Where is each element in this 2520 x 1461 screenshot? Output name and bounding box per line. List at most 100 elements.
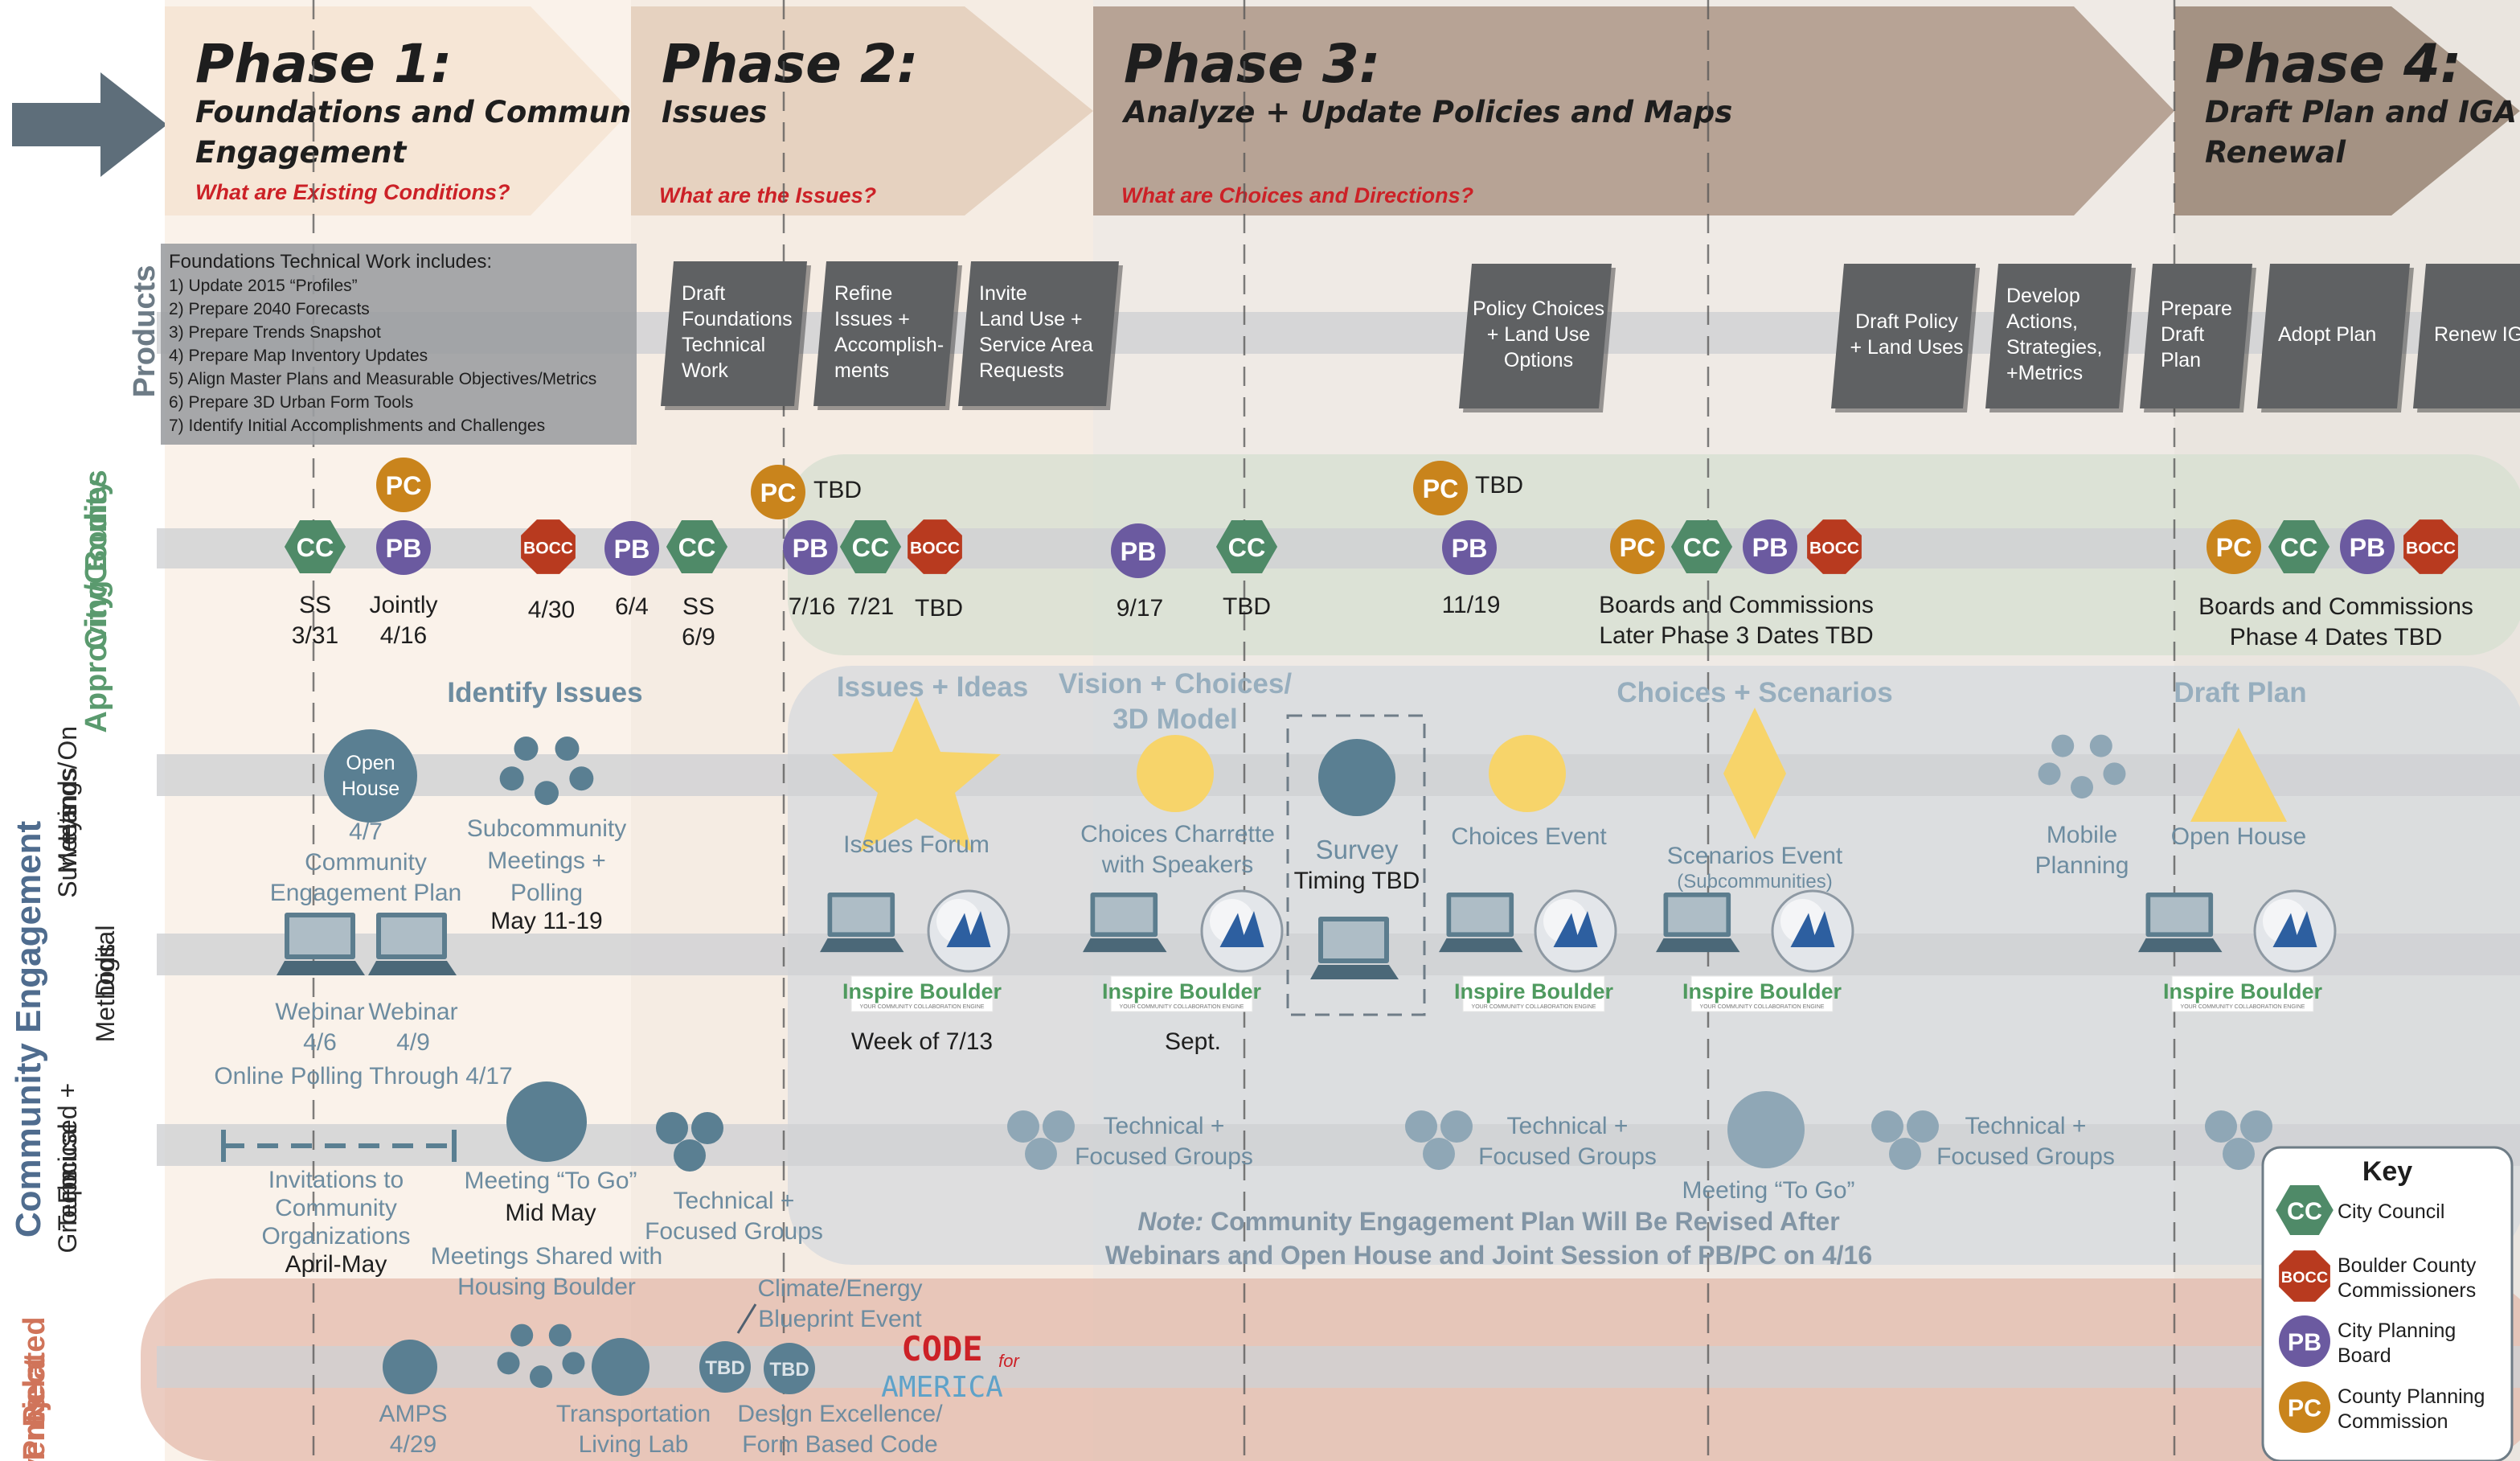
cluster-dot — [535, 781, 559, 806]
row-label-focused: Technical — [53, 1123, 82, 1230]
charrette-circle-icon — [1137, 735, 1214, 812]
focused-label: Focused Groups — [1478, 1143, 1657, 1170]
product-label: Service Area — [979, 334, 1093, 356]
laptop-screen — [381, 917, 442, 954]
section-title: Draft Plan — [2174, 677, 2306, 708]
meeting-to-go-circle — [1727, 1091, 1805, 1168]
pb-circle — [783, 520, 838, 575]
section-title: Vision + Choices/ — [1059, 668, 1292, 700]
inspire-globe-icon — [1200, 889, 1284, 973]
pb-badge: PB — [604, 521, 659, 576]
approval-date-label: 6/4 — [615, 593, 649, 620]
group-dot — [2223, 1138, 2255, 1170]
cluster-dot — [499, 766, 524, 791]
choices-event-circle-icon — [1489, 735, 1566, 812]
focused-label: Technical + — [674, 1188, 795, 1214]
related-label: Design Excellence/ — [737, 1401, 943, 1427]
key-item-label: City Planning — [2338, 1319, 2456, 1342]
laptop-screen — [1323, 921, 1384, 958]
laptop-keyboard — [368, 961, 457, 975]
laptop-icon — [820, 893, 904, 953]
inspire-logo-bg — [1690, 975, 1834, 1012]
cc-badge: CC — [839, 520, 902, 573]
hands-on-label: Scenarios Event — [1667, 843, 1843, 869]
key-item-label: Board — [2338, 1344, 2391, 1367]
tbd-event-circle — [699, 1341, 751, 1393]
foundations-item: 6) Prepare 3D Urban Form Tools — [169, 393, 413, 412]
laptop-icon — [1656, 893, 1740, 953]
pc-badge-text: PC — [2216, 533, 2252, 562]
amps-circle — [383, 1340, 437, 1394]
focused-label: Technical + — [1965, 1113, 2087, 1139]
product-label: Requests — [979, 359, 1064, 382]
approval-date-label: 7/16 — [789, 593, 835, 620]
cc-badge-text: CC — [2280, 533, 2318, 562]
product-label: ments — [834, 359, 889, 382]
pb-badge-text: PB — [1121, 537, 1157, 566]
pc-badge: PC — [2207, 519, 2261, 574]
inspire-globe-icon — [1771, 889, 1854, 973]
group-dot — [2240, 1110, 2272, 1143]
inspire-logo-text: Inspire Boulder — [1682, 979, 1842, 1003]
related-label: 4/29 — [390, 1431, 436, 1458]
digital-label: Week of 7/13 — [851, 1028, 993, 1055]
approval-date-label: Phase 4 Dates TBD — [2230, 624, 2443, 650]
pb-badge: PB — [783, 520, 838, 575]
cluster-dot — [497, 1352, 520, 1375]
key-title: Key — [2362, 1156, 2412, 1187]
group-dot — [1007, 1110, 1039, 1143]
pb-circle — [2279, 1315, 2330, 1367]
focused-label: Organizations — [261, 1223, 410, 1250]
cc-badge: CC — [2268, 520, 2330, 573]
focused-label: Focused Groups — [1936, 1143, 2115, 1170]
approval-date-label: 4/30 — [528, 597, 575, 623]
laptop-icon — [1310, 917, 1399, 979]
product-label: Technical — [682, 334, 765, 356]
approval-date-label: Later Phase 3 Dates TBD — [1599, 622, 1873, 649]
cluster-dot — [2103, 762, 2126, 786]
product-label: + Land Uses — [1850, 336, 1963, 359]
product-box — [661, 261, 807, 406]
inspire-tagline: YOUR COMMUNITY COLLABORATION ENGINE — [1700, 1004, 1825, 1010]
bocc-octagon — [2279, 1250, 2330, 1302]
pb-badge: PB — [1111, 523, 1166, 578]
cc-badge: CC — [2276, 1185, 2334, 1235]
phase-question: What are Choices and Directions? — [1121, 183, 1473, 207]
approval-date-label: 9/17 — [1117, 595, 1163, 622]
product-label: Actions, — [2006, 310, 2078, 333]
inspire-globe-icon — [927, 889, 1010, 973]
globe-peaks — [2272, 911, 2317, 947]
related-label: AMPS — [379, 1401, 447, 1427]
hands-on-label: Polling — [510, 880, 583, 906]
foundations-item: 3) Prepare Trends Snapshot — [169, 323, 381, 342]
key-item-label: Boulder County — [2338, 1254, 2477, 1277]
open-house-label: Open — [346, 752, 395, 774]
cluster-dot — [2038, 762, 2061, 786]
phase-1-arrow — [165, 6, 631, 215]
group-dot — [1025, 1138, 1057, 1170]
laptop-keyboard — [820, 938, 904, 953]
pb-badge: PB — [2340, 519, 2395, 574]
group-dot — [656, 1112, 688, 1144]
focused-label: Technical + — [1104, 1113, 1225, 1139]
cc-badge-text: CC — [852, 533, 890, 562]
foundations-item: 1) Update 2015 “Profiles” — [169, 277, 358, 295]
phase-subtitle: Draft Plan and IGA — [2205, 95, 2517, 129]
phase-subtitle: Foundations and Community — [195, 95, 676, 129]
focused-label: Invitations to — [268, 1167, 404, 1193]
product-label: Policy Choices — [1473, 298, 1604, 320]
laptop-icon — [368, 913, 457, 975]
pc-circle — [2279, 1381, 2330, 1433]
digital-label: Webinar — [275, 999, 364, 1025]
inspire-logo-bg — [1462, 975, 1605, 1012]
hands-on-label: Planning — [2035, 852, 2129, 879]
cc-badge: CC — [1215, 520, 1278, 573]
cluster-dot — [2071, 776, 2093, 799]
focused-label: Technical + — [1507, 1113, 1629, 1139]
group-dot — [1440, 1110, 1473, 1143]
laptop-icon — [2138, 893, 2223, 953]
hands-on-label: Meetings + — [487, 847, 606, 874]
row-label-approving: City/County — [80, 478, 113, 650]
laptop-screen — [832, 897, 891, 933]
